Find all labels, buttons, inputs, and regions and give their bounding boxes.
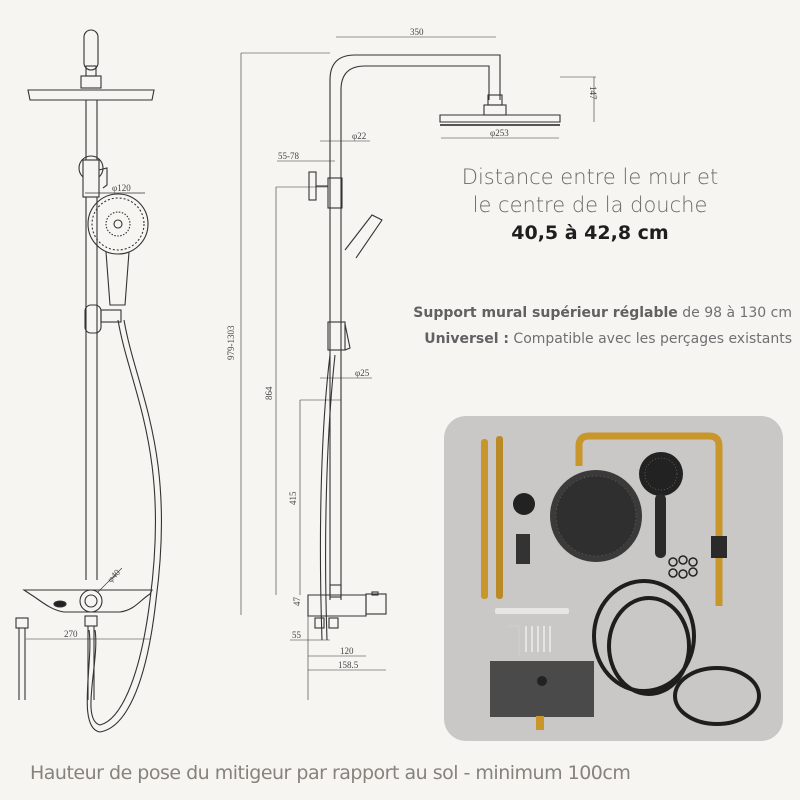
svg-text:415: 415 — [288, 491, 298, 505]
svg-text:φ120: φ120 — [112, 183, 131, 193]
svg-text:120: 120 — [340, 646, 354, 656]
svg-text:φ253: φ253 — [490, 128, 509, 138]
callout-line-1: Distance entre le mur et — [461, 165, 719, 189]
screws — [525, 626, 551, 652]
hand-shower — [639, 452, 683, 496]
svg-text:φ25: φ25 — [355, 368, 370, 378]
svg-text:φ22: φ22 — [352, 131, 366, 141]
svg-text:270: 270 — [64, 629, 78, 639]
o-rings — [668, 555, 698, 579]
installation-height-note: Hauteur de pose du mitigeur par rapport … — [30, 762, 631, 784]
gold-arm — [575, 432, 723, 606]
svg-text:47: 47 — [292, 597, 302, 607]
svg-text:350: 350 — [410, 27, 424, 37]
callout-value: 40,5 à 42,8 cm — [511, 222, 669, 244]
gold-pipe-2 — [496, 436, 503, 599]
hose-1 — [592, 579, 696, 693]
feature-adjustable-bracket: Support mural supérieur réglable de 98 à… — [413, 305, 792, 321]
svg-text:147: 147 — [588, 86, 598, 100]
front-view: φ120 φ40 270 — [15, 29, 162, 733]
svg-text:979-1303: 979-1303 — [226, 325, 236, 360]
gold-pipe-1 — [481, 439, 488, 599]
svg-text:158.5: 158.5 — [338, 660, 359, 670]
side-view: 350 147 φ253 φ22 55-78 979-1303 864 φ25 … — [226, 27, 598, 700]
svg-text:55-78: 55-78 — [278, 151, 299, 161]
svg-text:55: 55 — [292, 630, 302, 640]
wall-distance-callout: Distance entre le mur et le centre de la… — [440, 163, 740, 247]
mixer-shelf — [490, 661, 594, 717]
hose-2 — [673, 666, 761, 726]
callout-line-2: le centre de la douche — [472, 193, 708, 217]
svg-text:864: 864 — [264, 386, 274, 400]
wall-flange — [513, 493, 535, 515]
bracket — [516, 534, 530, 564]
svg-text:φ40: φ40 — [105, 567, 122, 584]
mounting-plate — [495, 608, 569, 614]
feature-list: Support mural supérieur réglable de 98 à… — [372, 300, 792, 352]
product-components-photo — [444, 416, 783, 741]
feature-universal: Universel : Compatible avec les perçages… — [424, 331, 792, 347]
